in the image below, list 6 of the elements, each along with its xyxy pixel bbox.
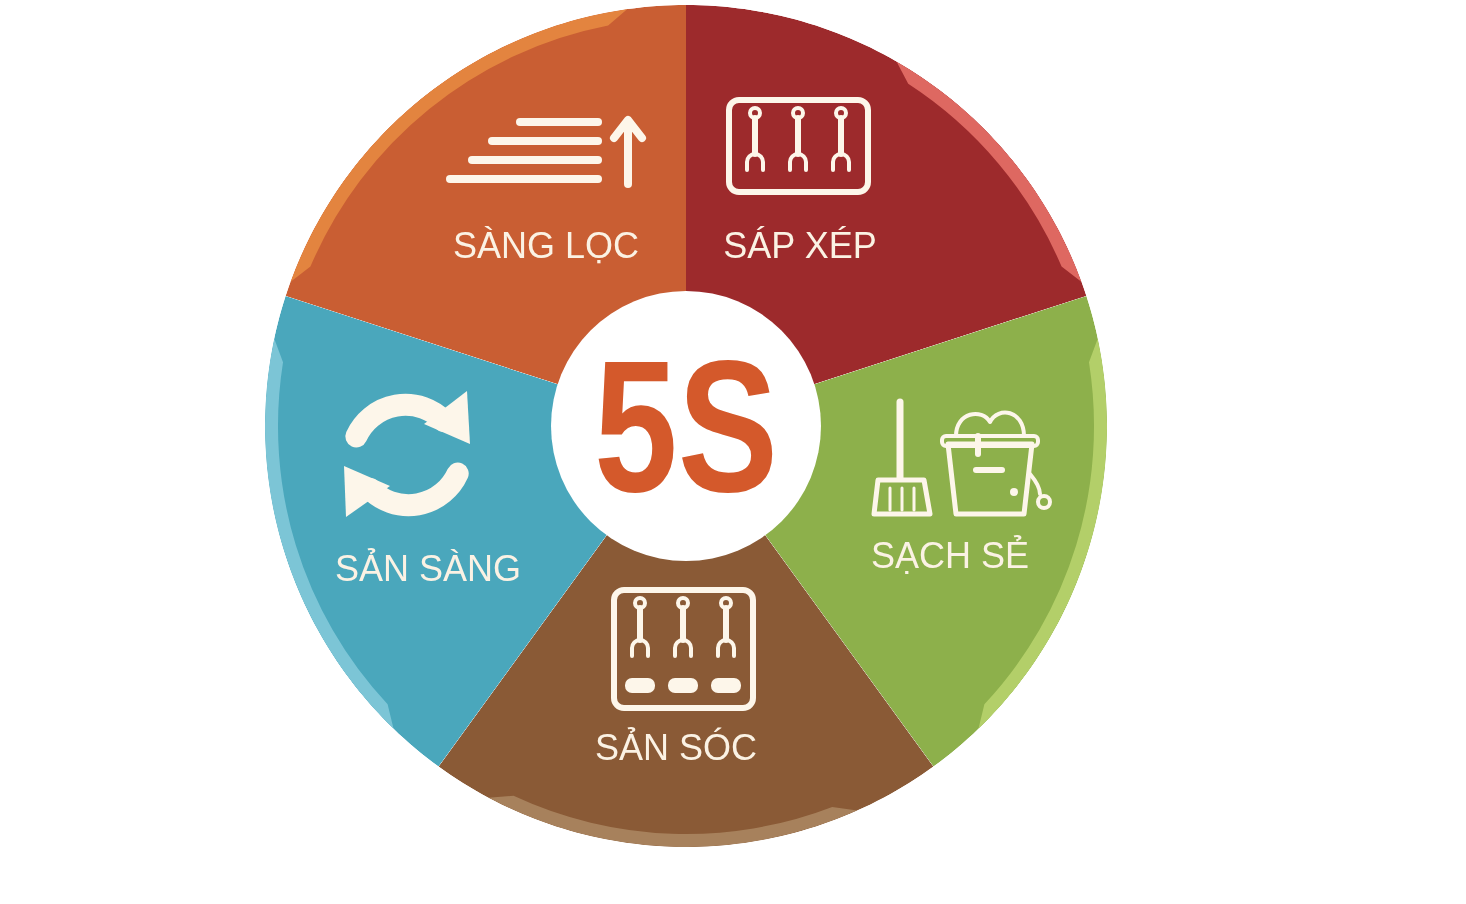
segment-label: SẢN SÀNG: [335, 548, 521, 590]
segment-label: SẠCH SẺ: [871, 535, 1029, 577]
segment-label: SÁP XÉP: [723, 225, 877, 267]
segment-label: SẢN SÓC: [595, 727, 757, 769]
segment-label: SÀNG LỌC: [453, 225, 639, 267]
hub-label: 5S: [594, 350, 778, 502]
